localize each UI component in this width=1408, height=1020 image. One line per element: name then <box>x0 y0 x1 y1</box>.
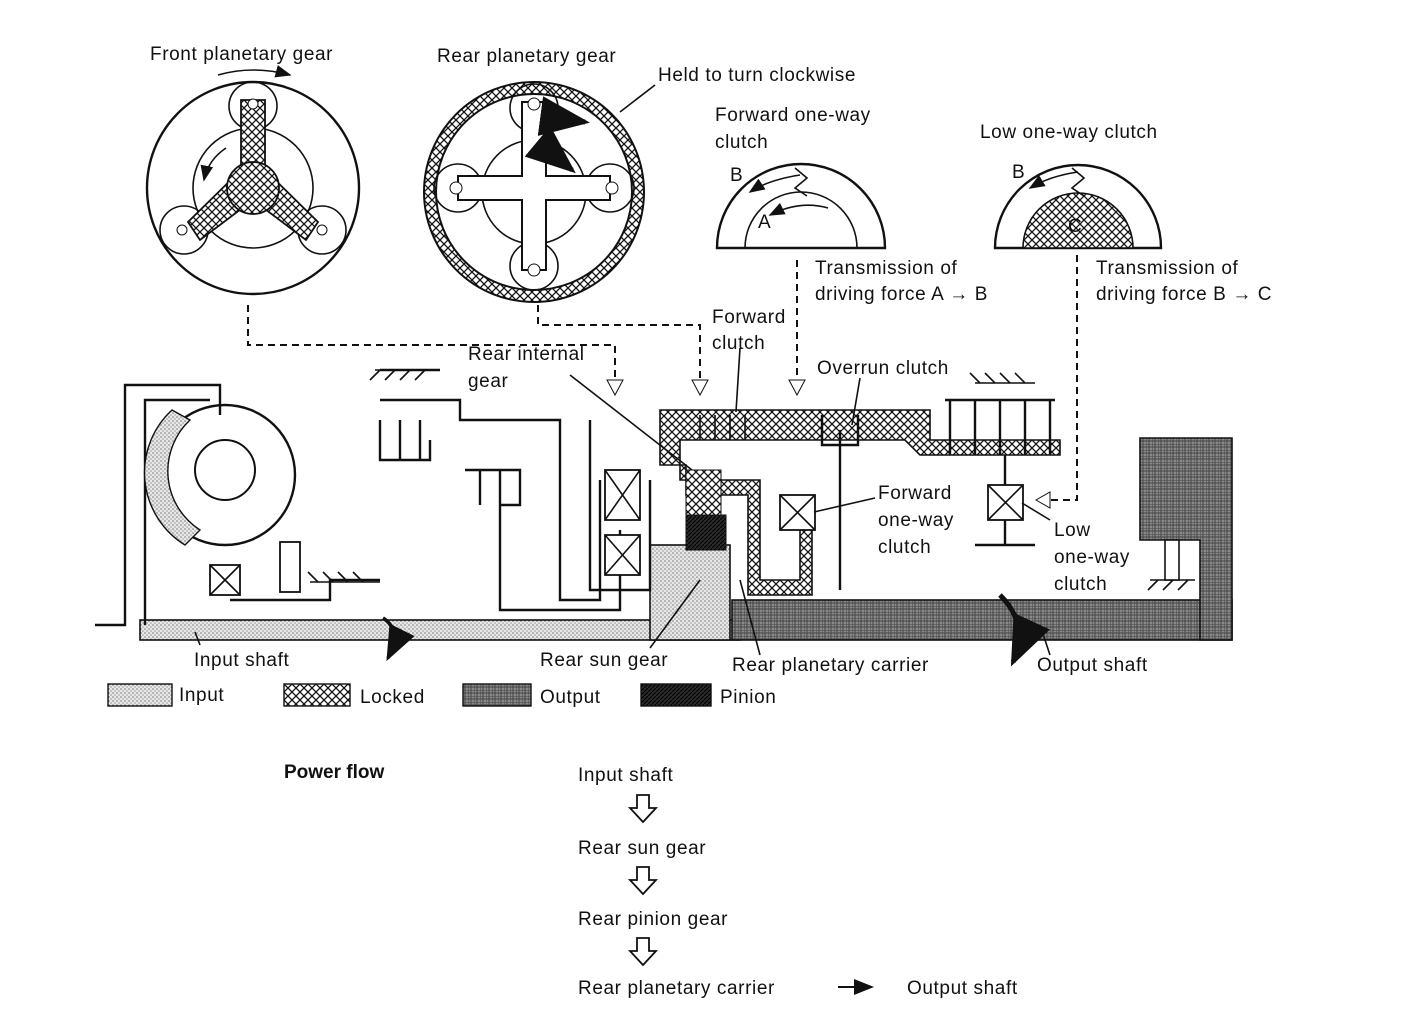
power-flow-title: Power flow <box>284 762 385 783</box>
legend-swatch-input <box>107 683 173 707</box>
down-arrow-icon <box>627 866 659 896</box>
power-flow-step-input-shaft: Input shaft <box>578 765 673 786</box>
forward-oneway-label-line2: clutch <box>715 132 768 153</box>
low-oneway-letter-b: B <box>1012 162 1025 183</box>
forward-oneway-clutch-detail <box>715 162 887 250</box>
low-oneway-transmission-line2: driving force B → C <box>1096 284 1272 305</box>
rear-planetary-carrier-label: Rear planetary carrier <box>732 655 929 676</box>
low-oneway-clutch-detail <box>993 163 1163 250</box>
forward-oneway-label-line1: Forward one-way <box>715 105 871 126</box>
power-flow: Power flow Input shaft Rear sun gear Rea… <box>284 762 1018 999</box>
forward-oneway-clutch-label-line3: clutch <box>878 537 931 558</box>
legend-swatch-locked <box>283 683 351 707</box>
flow-dashed-lines <box>247 255 1078 509</box>
forward-clutch-label-line2: clutch <box>712 333 765 354</box>
forward-oneway-letter-a: A <box>758 212 771 233</box>
legend-swatch-pinion <box>640 683 712 707</box>
rear-internal-gear-label-line2: gear <box>468 371 509 392</box>
rear-internal-gear-label-line1: Rear internal <box>468 344 585 365</box>
forward-oneway-clutch-label-line2: one-way <box>878 510 954 531</box>
down-arrow-icon <box>627 794 659 824</box>
power-flow-step-rear-planetary-carrier: Rear planetary carrier <box>578 978 775 999</box>
power-flow-step-rear-pinion-gear: Rear pinion gear <box>578 909 728 930</box>
low-oneway-transmission-line1: Transmission of <box>1096 258 1239 279</box>
front-planetary-gear-label: Front planetary gear <box>150 44 333 65</box>
output-shaft-label: Output shaft <box>1037 655 1148 676</box>
low-oneway-label: Low one-way clutch <box>980 122 1158 143</box>
forward-clutch-label-line1: Forward <box>712 307 786 328</box>
legend-label-input: Input <box>179 685 224 706</box>
rear-planetary-gear-label: Rear planetary gear <box>437 46 616 67</box>
low-oneway-clutch-label-line3: clutch <box>1054 574 1107 595</box>
legend-swatch-output <box>462 683 532 707</box>
held-clockwise-label: Held to turn clockwise <box>658 65 856 86</box>
rear-planetary-gear <box>423 81 656 303</box>
forward-oneway-letter-b: B <box>730 165 743 186</box>
rear-sun-gear-label: Rear sun gear <box>540 650 668 671</box>
forward-oneway-transmission-line2: driving force A → B <box>815 284 988 305</box>
legend-label-locked: Locked <box>360 687 425 708</box>
low-oneway-letter-c: C <box>1068 216 1082 237</box>
low-oneway-clutch-label-line2: one-way <box>1054 547 1130 568</box>
power-flow-step-rear-sun-gear: Rear sun gear <box>578 838 706 859</box>
input-shaft-label: Input shaft <box>194 650 289 671</box>
down-arrow-icon <box>627 937 659 967</box>
legend: Input Locked Output Pinion <box>107 683 776 708</box>
legend-label-output: Output <box>540 687 601 708</box>
forward-oneway-clutch-label-line1: Forward <box>878 483 952 504</box>
low-oneway-clutch-label-line1: Low <box>1054 520 1091 541</box>
power-flow-final-output-shaft: Output shaft <box>907 978 1018 999</box>
overrun-clutch-label: Overrun clutch <box>817 358 949 379</box>
front-planetary-gear <box>145 65 361 296</box>
forward-oneway-transmission-line1: Transmission of <box>815 258 958 279</box>
legend-label-pinion: Pinion <box>720 687 776 708</box>
transmission-cross-section <box>95 347 1233 667</box>
